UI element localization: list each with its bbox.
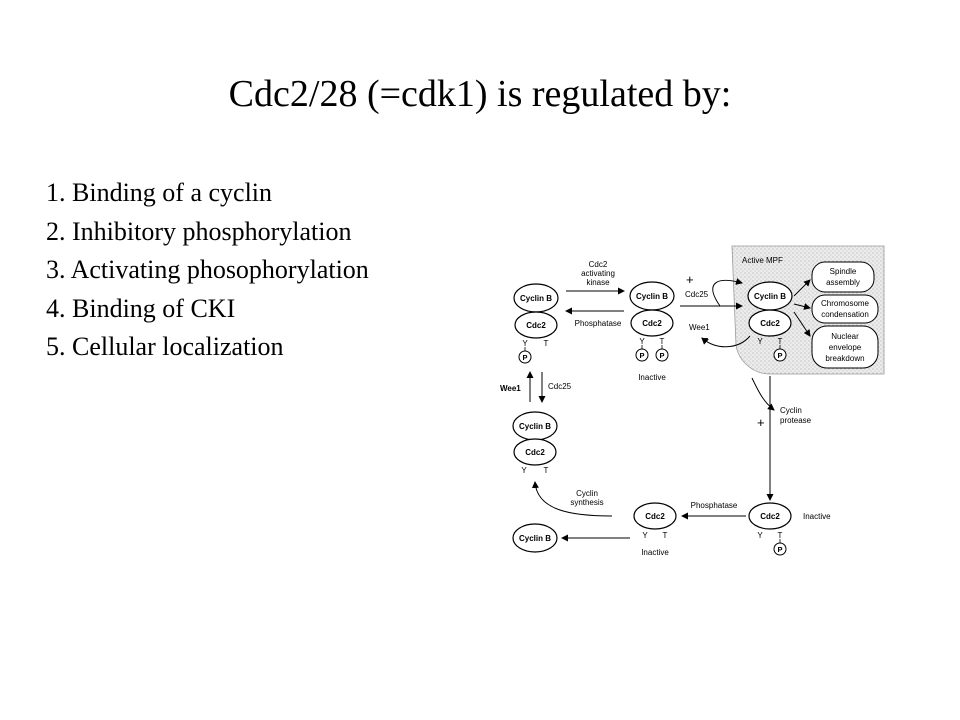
inactive-label: Inactive <box>638 373 666 382</box>
svg-text:Y: Y <box>522 339 528 348</box>
svg-text:Cdc2: Cdc2 <box>525 448 545 457</box>
active-mpf-label: Active MPF <box>742 256 783 265</box>
regulation-list: 1. Binding of a cyclin 2. Inhibitory pho… <box>46 174 369 367</box>
svg-text:T: T <box>778 337 783 346</box>
svg-text:kinase: kinase <box>586 278 610 287</box>
svg-text:Cdc2: Cdc2 <box>526 321 546 330</box>
nuclear-envelope-breakdown-box <box>811 325 879 369</box>
svg-text:T: T <box>778 531 783 540</box>
inactive-label: Inactive <box>803 512 831 521</box>
spindle-assembly-box <box>811 261 875 293</box>
svg-text:T: T <box>544 466 549 475</box>
svg-text:breakdown: breakdown <box>825 354 864 363</box>
svg-text:P: P <box>639 351 644 360</box>
cdc2-phospho-inactive: Cdc2 Y T P Inactive <box>748 502 831 556</box>
svg-text:P: P <box>777 545 782 554</box>
svg-text:Phosphatase: Phosphatase <box>691 501 738 510</box>
list-item: 4. Binding of CKI <box>46 293 236 323</box>
svg-text:Cdc2: Cdc2 <box>760 319 780 328</box>
svg-text:Cyclin B: Cyclin B <box>519 422 551 431</box>
svg-text:Cyclin: Cyclin <box>780 406 802 415</box>
list-item: 3. Activating phosophorylation <box>46 255 369 284</box>
svg-text:Cdc2: Cdc2 <box>645 512 665 521</box>
svg-text:Phosphatase: Phosphatase <box>575 319 622 328</box>
list-item: 5. Cellular localization <box>46 332 284 361</box>
inactive-label: Inactive <box>641 548 669 557</box>
svg-text:Cyclin B: Cyclin B <box>519 534 551 543</box>
svg-text:assembly: assembly <box>826 278 860 287</box>
svg-text:Wee1: Wee1 <box>689 323 710 332</box>
free-cyclin-b: Cyclin B <box>512 523 558 553</box>
slide-title: Cdc2/28 (=cdk1) is regulated by: <box>228 73 732 115</box>
svg-text:Cyclin: Cyclin <box>576 489 598 498</box>
svg-text:T: T <box>660 337 665 346</box>
list-item: 1. Binding of a cyclin <box>46 178 273 207</box>
svg-text:P: P <box>659 351 664 360</box>
svg-text:activating: activating <box>581 269 615 278</box>
svg-text:Nuclear: Nuclear <box>831 332 859 341</box>
svg-text:condensation: condensation <box>821 310 869 319</box>
complex-cyclinb-cdc2: Cyclin B Cdc2 Y T <box>512 411 558 475</box>
svg-text:Y: Y <box>642 531 648 540</box>
plus-sign: + <box>686 272 694 287</box>
svg-text:Cdc25: Cdc25 <box>548 382 572 391</box>
svg-text:P: P <box>522 353 527 362</box>
svg-text:Y: Y <box>639 337 645 346</box>
svg-text:T: T <box>544 339 549 348</box>
svg-text:Cyclin B: Cyclin B <box>754 292 786 301</box>
svg-text:Cdc25: Cdc25 <box>685 290 709 299</box>
plus-sign: + <box>757 415 765 430</box>
svg-text:Chromosome: Chromosome <box>821 299 870 308</box>
complex-active-mpf: Cyclin B Cdc2 Y T P <box>747 281 793 362</box>
free-cdc2-inactive: Cdc2 Y T Inactive <box>633 502 677 557</box>
chromosome-condensation-box <box>811 294 879 324</box>
svg-text:Cyclin B: Cyclin B <box>636 292 668 301</box>
complex-cyclinb-cdc2-yp: Cyclin B Cdc2 Y T P <box>513 283 559 364</box>
svg-text:synthesis: synthesis <box>570 498 603 507</box>
svg-text:Wee1: Wee1 <box>500 384 521 393</box>
svg-text:Y: Y <box>757 337 763 346</box>
svg-text:Spindle: Spindle <box>830 267 857 276</box>
svg-text:Y: Y <box>757 531 763 540</box>
svg-text:T: T <box>663 531 668 540</box>
svg-text:Y: Y <box>521 466 527 475</box>
svg-text:Cyclin B: Cyclin B <box>520 294 552 303</box>
svg-text:Cdc2: Cdc2 <box>642 319 662 328</box>
svg-text:protease: protease <box>780 416 812 425</box>
svg-text:P: P <box>777 351 782 360</box>
svg-text:Cdc2: Cdc2 <box>589 260 608 269</box>
svg-text:Cdc2: Cdc2 <box>760 512 780 521</box>
list-item: 2. Inhibitory phosphorylation <box>46 216 352 246</box>
svg-text:envelope: envelope <box>829 343 862 352</box>
complex-cyclinb-cdc2-ypp: Cyclin B Cdc2 Y T P P Inactive <box>629 281 675 382</box>
